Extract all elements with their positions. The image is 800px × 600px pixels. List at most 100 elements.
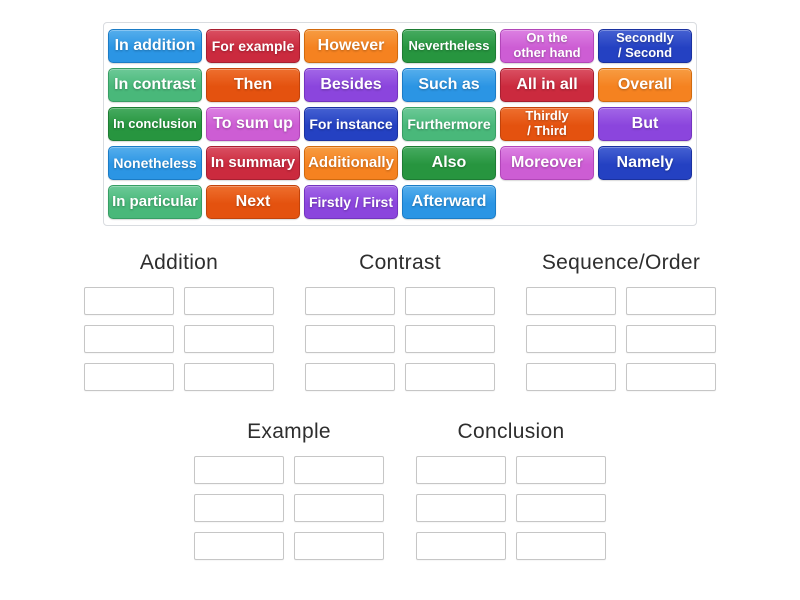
word-chip-label: Afterward [411,192,487,210]
word-chip-all-in-all[interactable]: All in all [500,68,594,102]
word-chip-besides[interactable]: Besides [304,68,398,102]
word-chip-also[interactable]: Also [402,146,496,180]
slot-grid [416,456,606,560]
word-chip-firstly-first[interactable]: Firstly / First [304,185,398,219]
category-group-example: Example [194,420,384,560]
drop-slot[interactable] [526,363,616,391]
drop-slot[interactable] [305,325,395,353]
word-chip-moreover[interactable]: Moreover [500,146,594,180]
word-chip-in-contrast[interactable]: In contrast [108,68,202,102]
category-title: Contrast [359,251,441,274]
group-row-top: Addition Contrast Sequence/Order [84,251,716,391]
slot-grid [526,287,716,391]
drop-slot[interactable] [84,363,174,391]
word-chip-in-summary[interactable]: In summary [206,146,300,180]
drop-slot[interactable] [516,494,606,522]
drop-slot[interactable] [516,456,606,484]
word-chip-next[interactable]: Next [206,185,300,219]
word-chip-such-as[interactable]: Such as [402,68,496,102]
word-chip-in-conclusion[interactable]: In conclusion [108,107,202,141]
drop-slot[interactable] [626,325,716,353]
word-chip-label: In particular [112,193,198,211]
word-chip-secondly-second[interactable]: Secondly / Second [598,29,692,63]
category-group-sequence-order: Sequence/Order [526,251,716,391]
drop-slot[interactable] [194,532,284,560]
drop-slot[interactable] [526,287,616,315]
word-chip-label: Furthermore [407,115,491,132]
slot-grid [194,456,384,560]
drop-slot[interactable] [294,456,384,484]
category-title: Sequence/Order [541,251,701,274]
drop-slot[interactable] [184,363,274,391]
drop-slot[interactable] [416,494,506,522]
word-chip-label: Thirdly / Third [525,108,569,138]
drop-slot[interactable] [416,532,506,560]
drop-slot[interactable] [305,287,395,315]
word-chip-label: However [317,36,385,54]
category-title: Example [247,420,331,443]
word-chip-on-the-other-hand[interactable]: On the other hand [500,29,594,63]
word-chip-label: Nonetheless [113,154,197,171]
word-chip-nevertheless[interactable]: Nevertheless [402,29,496,63]
word-chip-label: Firstly / First [308,193,394,210]
drop-slot[interactable] [405,287,495,315]
word-chip-label: In contrast [114,75,196,93]
drop-slot[interactable] [626,287,716,315]
word-chip-label: Also [431,153,467,171]
word-chip-label: Such as [418,75,480,93]
drop-slot[interactable] [405,325,495,353]
slot-grid [84,287,274,391]
word-chip-thirdly-third[interactable]: Thirdly / Third [500,107,594,141]
word-chip-label: Secondly / Second [616,30,674,60]
word-chip-nonetheless[interactable]: Nonetheless [108,146,202,180]
word-tray: In addition For example However Nevertheles… [103,22,697,226]
drop-slot[interactable] [84,287,174,315]
word-chip-label: For example [211,37,295,54]
word-chip-additionally[interactable]: Additionally [304,146,398,180]
word-chip-label: All in all [516,75,578,93]
word-chip-label: Besides [320,75,382,93]
word-chip-label: In addition [114,36,196,54]
word-chip-label: For instance [309,115,393,132]
word-chip-label: Next [235,192,271,210]
category-board: Addition Contrast Sequence/Order Example Co… [0,226,800,560]
word-chip-in-particular[interactable]: In particular [108,185,202,219]
drop-slot[interactable] [516,532,606,560]
word-chip-label: On the other hand [513,30,581,60]
drop-slot[interactable] [305,363,395,391]
drop-slot[interactable] [294,494,384,522]
word-chip-overall[interactable]: Overall [598,68,692,102]
word-chip-in-addition[interactable]: In addition [108,29,202,63]
word-chip-label: Then [233,75,273,93]
category-title: Conclusion [457,420,565,443]
drop-slot[interactable] [194,494,284,522]
word-chip-label: Nevertheless [408,37,490,53]
word-chip-for-instance[interactable]: For instance [304,107,398,141]
word-chip-to-sum-up[interactable]: To sum up [206,107,300,141]
word-chip-label: In conclusion [113,115,197,131]
word-chip-but[interactable]: But [598,107,692,141]
word-chip-furthermore[interactable]: Furthermore [402,107,496,141]
drop-slot[interactable] [184,325,274,353]
drop-slot[interactable] [626,363,716,391]
drop-slot[interactable] [194,456,284,484]
drop-slot[interactable] [294,532,384,560]
word-chip-label: But [631,114,659,132]
drop-slot[interactable] [526,325,616,353]
word-chip-however[interactable]: However [304,29,398,63]
word-chip-label: In summary [210,154,296,172]
word-chip-then[interactable]: Then [206,68,300,102]
word-chip-afterward[interactable]: Afterward [402,185,496,219]
word-chip-label: To sum up [213,114,293,132]
drop-slot[interactable] [416,456,506,484]
word-chip-for-example[interactable]: For example [206,29,300,63]
category-group-contrast: Contrast [305,251,495,391]
slot-grid [305,287,495,391]
drop-slot[interactable] [405,363,495,391]
word-chip-namely[interactable]: Namely [598,146,692,180]
drop-slot[interactable] [84,325,174,353]
drop-slot[interactable] [184,287,274,315]
word-chip-label: Overall [617,75,673,93]
category-title: Addition [139,251,219,274]
